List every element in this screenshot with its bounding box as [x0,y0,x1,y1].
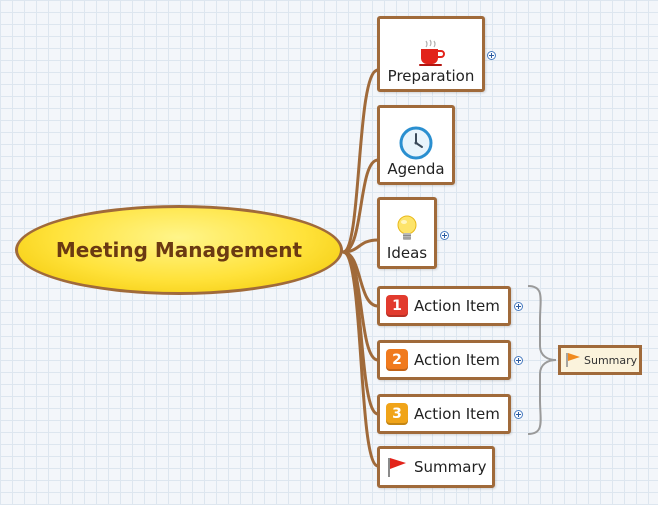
connector-agenda [341,158,380,254]
priority-3-icon: 3 [386,403,408,425]
expand-action-item-3-icon[interactable] [514,410,523,419]
expand-ideas-icon[interactable] [440,231,449,240]
topic-label: Ideas [386,244,428,262]
topic-ideas[interactable]: Ideas [377,197,437,269]
topic-preparation[interactable]: Preparation [377,16,485,92]
topic-label: Action Item [414,405,500,423]
topic-label: Preparation [387,67,475,85]
topic-label: Action Item [414,297,500,315]
lightbulb-icon [397,215,417,240]
expand-action-item-2-icon[interactable] [514,356,523,365]
topic-label: Agenda [387,160,445,178]
summary-callout[interactable]: Summary [558,345,642,375]
topic-label: Action Item [414,351,500,369]
topic-action-item-1[interactable]: 1 Action Item [377,286,511,326]
expand-action-item-1-icon[interactable] [514,302,523,311]
summary-callout-label: Summary [584,353,638,367]
topic-label: Summary [414,458,487,476]
orange-flag-icon [566,353,580,367]
topic-action-item-2[interactable]: 2 Action Item [377,340,511,380]
central-topic-label: Meeting Management [55,238,303,262]
topic-action-item-3[interactable]: 3 Action Item [377,394,511,434]
connector-summary [341,250,380,468]
priority-1-icon: 1 [386,295,408,317]
central-topic[interactable]: Meeting Management [15,205,343,295]
red-flag-icon [388,458,406,477]
topic-summary[interactable]: Summary [377,446,495,488]
clock-icon [399,126,433,160]
coffee-cup-icon [419,39,445,66]
priority-2-icon: 2 [386,349,408,371]
topic-agenda[interactable]: Agenda [377,105,455,185]
summary-bracket [527,285,557,435]
connector-preparation [341,68,380,254]
expand-preparation-icon[interactable] [487,51,496,60]
